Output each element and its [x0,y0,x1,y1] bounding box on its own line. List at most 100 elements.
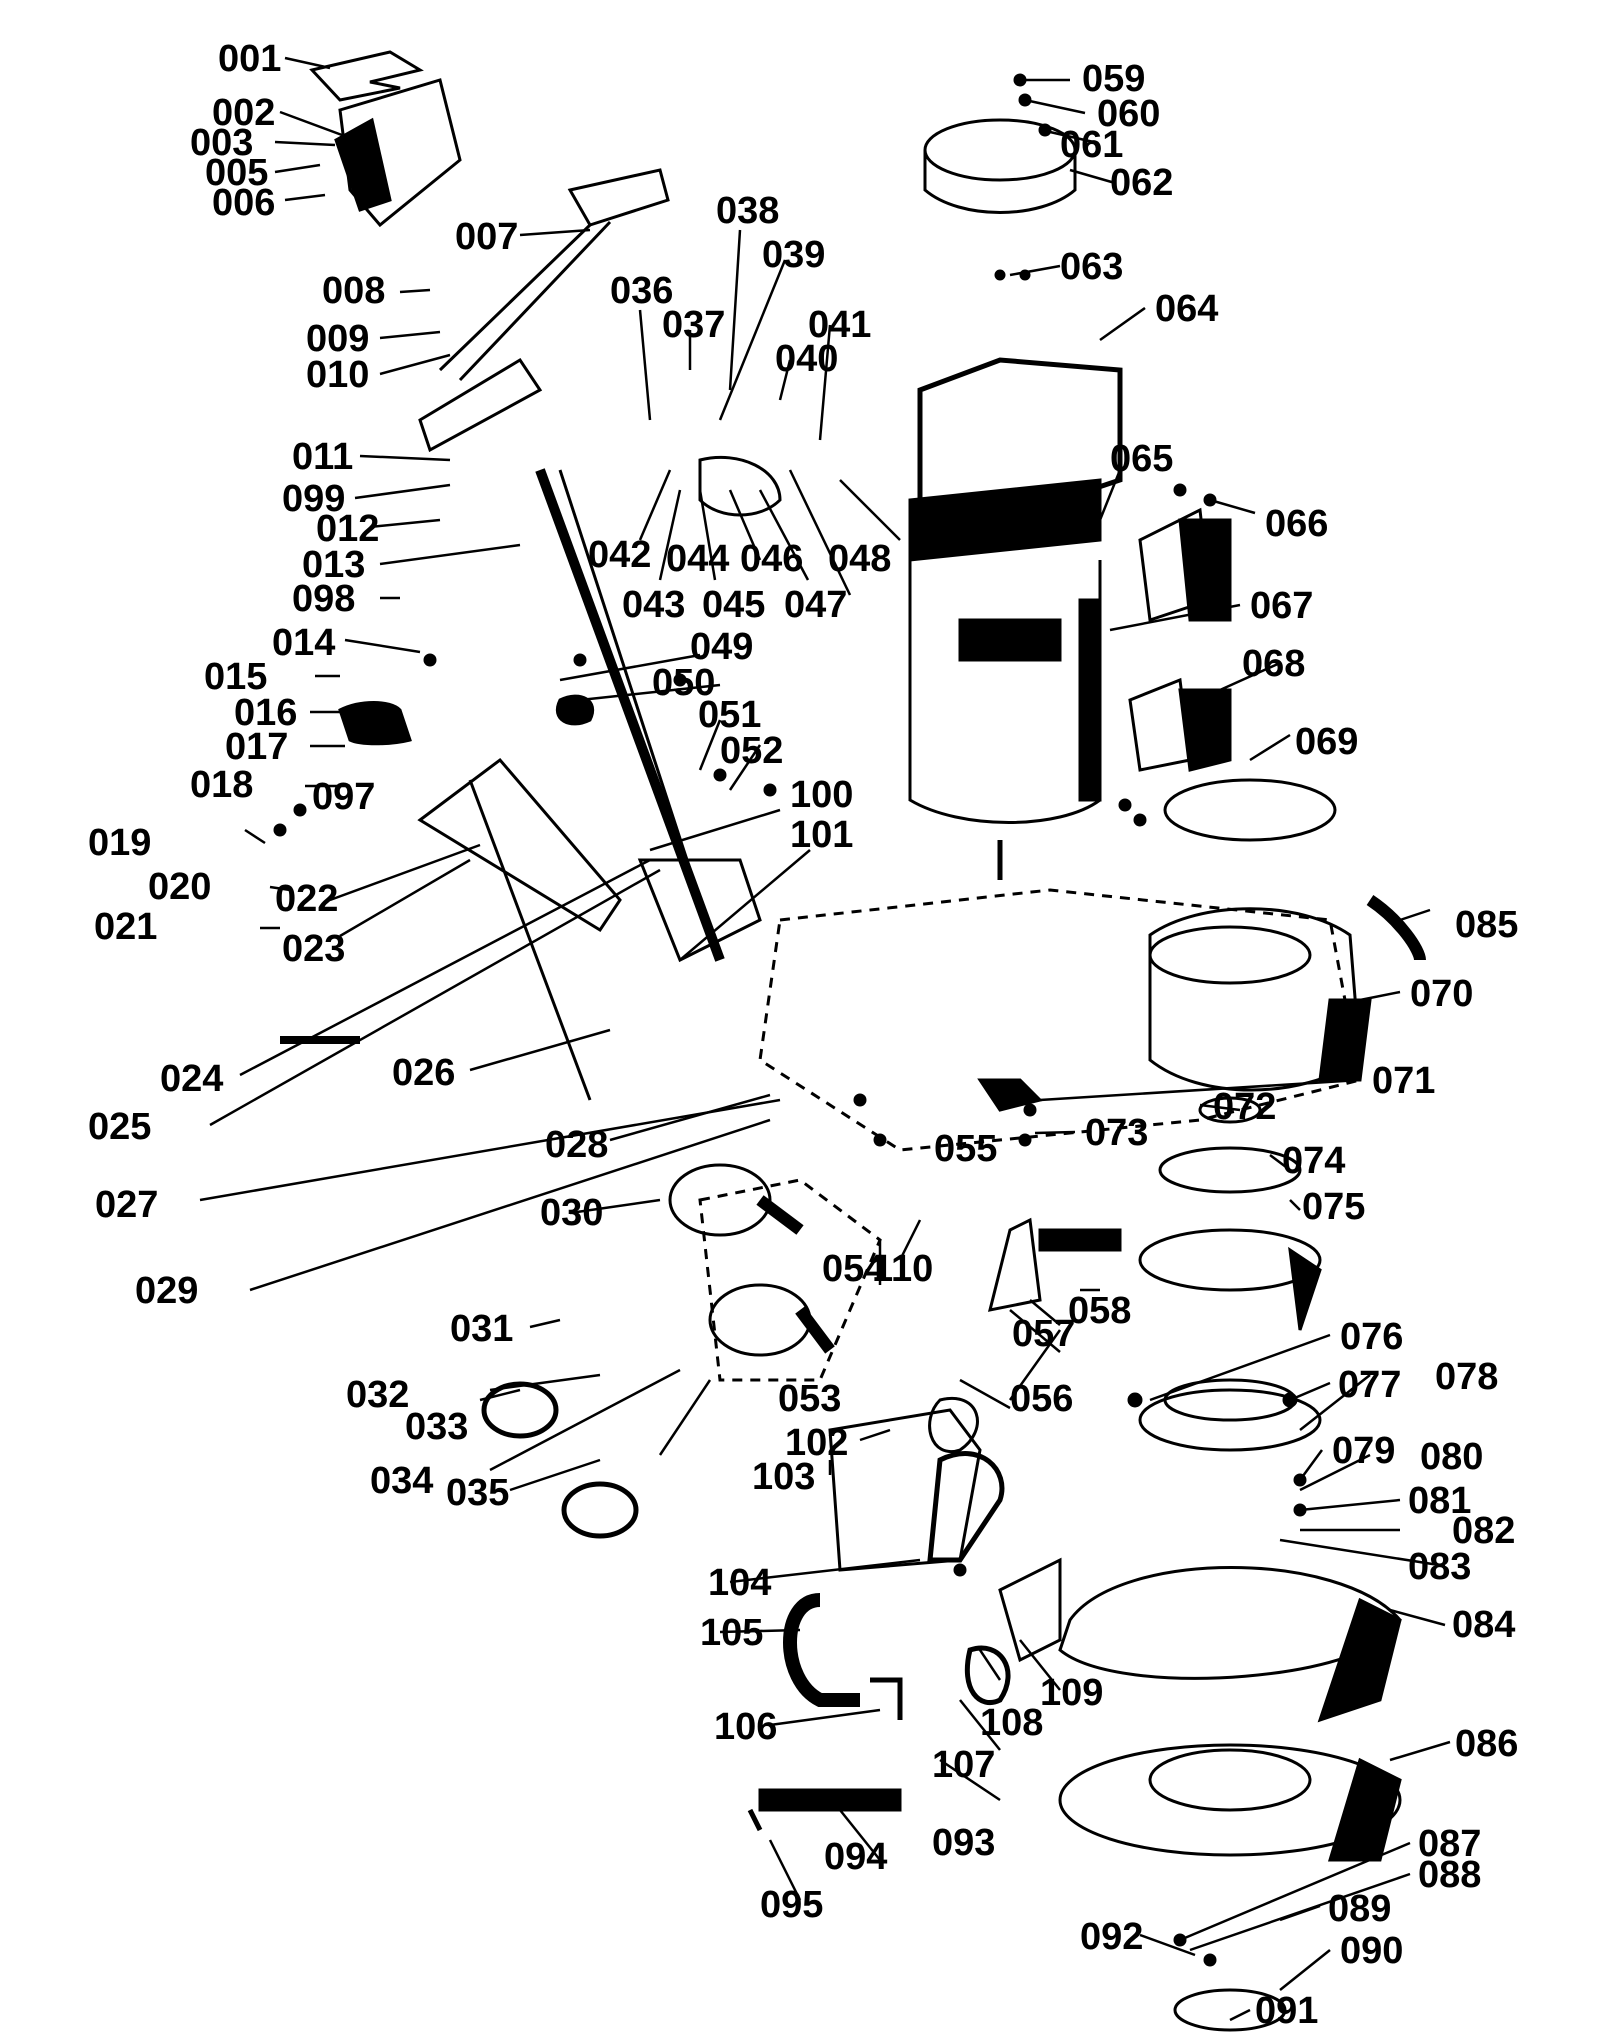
drive-plate [1058,1566,1402,2032]
part-label: 105 [700,1612,764,1654]
part-label: 100 [790,774,854,816]
part-label: 047 [784,584,848,626]
part-label: 088 [1418,1854,1482,1896]
part-label: 109 [1040,1672,1104,1714]
part-label: 076 [1340,1316,1404,1358]
part-label: 059 [1082,58,1146,100]
part-label: 104 [708,1562,772,1604]
part-label: 066 [1265,503,1329,545]
part-label: 044 [666,538,730,580]
part-label: 026 [392,1052,456,1094]
part-label: 103 [752,1456,816,1498]
part-label: 007 [455,216,519,258]
part-label: 023 [282,928,346,970]
part-label: 092 [1080,1916,1144,1958]
part-label: 008 [322,270,386,312]
part-label: 009 [306,318,370,360]
part-label: 069 [1295,721,1359,763]
part-label: 083 [1408,1546,1472,1588]
part-label: 078 [1435,1356,1499,1398]
part-label: 107 [932,1744,996,1786]
part-label: 036 [610,270,674,312]
part-label: 080 [1420,1436,1484,1478]
part-label: 015 [204,656,268,698]
part-label: 067 [1250,585,1314,627]
part-label: 005 [205,152,269,194]
part-label: 064 [1155,288,1219,330]
gear-housing [1148,895,1426,1092]
part-label: 108 [980,1702,1044,1744]
part-label: 024 [160,1058,224,1100]
wheels [481,1163,835,1539]
part-label: 065 [1110,438,1174,480]
part-label: 035 [446,1472,510,1514]
part-label: 038 [716,190,780,232]
part-label: 057 [1012,1313,1076,1355]
part-label: 017 [225,726,289,768]
linkage-levers [280,455,782,1101]
part-label: 090 [1340,1930,1404,1972]
electrical-parts [747,1078,1122,1832]
part-label: 081 [1408,1480,1472,1522]
part-label: 079 [1332,1430,1396,1472]
leader-lines [199,56,1451,2022]
part-label: 002 [212,92,276,134]
part-label: 063 [1060,246,1124,288]
side-covers [1128,507,1337,842]
part-label: 106 [714,1706,778,1748]
part-label: 010 [306,354,370,396]
part-label: 043 [622,584,686,626]
part-label: 098 [292,578,356,620]
part-label: 056 [1010,1378,1074,1420]
part-label: 048 [828,538,892,580]
part-label: 085 [1455,904,1519,946]
part-label: 094 [824,1836,888,1878]
part-label: 001 [218,38,282,80]
part-label: 086 [1455,1723,1519,1765]
motor-assembly [908,118,1123,880]
part-label: 032 [346,1374,410,1416]
part-label: 099 [282,478,346,520]
part-label: 040 [775,338,839,380]
part-label: 014 [272,622,336,664]
part-label: 027 [95,1184,159,1226]
part-label: 011 [292,436,354,478]
part-label: 022 [275,878,339,920]
part-label: 019 [88,822,152,864]
part-label: 070 [1410,973,1474,1015]
part-label: 039 [762,234,826,276]
part-label: 049 [690,626,754,668]
part-label: 045 [702,584,766,626]
part-label: 052 [720,730,784,772]
part-label: 084 [1452,1604,1516,1646]
part-label: 060 [1097,93,1161,135]
part-label: 025 [88,1106,152,1148]
part-label: 013 [302,544,366,586]
part-label: 054 [822,1248,886,1290]
part-label: 055 [934,1128,998,1170]
part-label: 058 [1068,1290,1132,1332]
part-label: 082 [1452,1510,1516,1552]
part-label: 075 [1302,1186,1366,1228]
part-label: 087 [1418,1823,1482,1865]
part-label: 033 [405,1406,469,1448]
part-label: 072 [1213,1086,1277,1128]
part-label: 030 [540,1192,604,1234]
part-label: 034 [370,1460,434,1502]
part-label: 003 [190,122,254,164]
part-label: 016 [234,692,298,734]
part-label: 018 [190,764,254,806]
handle-cover-part [309,50,462,228]
base-plate [698,888,1362,1382]
part-label: 006 [212,182,276,224]
part-label: 051 [698,694,762,736]
part-label: 110 [872,1248,934,1290]
part-label: 097 [312,776,376,818]
part-label: 102 [785,1422,849,1464]
part-label: 046 [740,538,804,580]
part-label: 021 [94,906,158,948]
part-label: 042 [588,534,652,576]
part-label: 068 [1242,643,1306,685]
